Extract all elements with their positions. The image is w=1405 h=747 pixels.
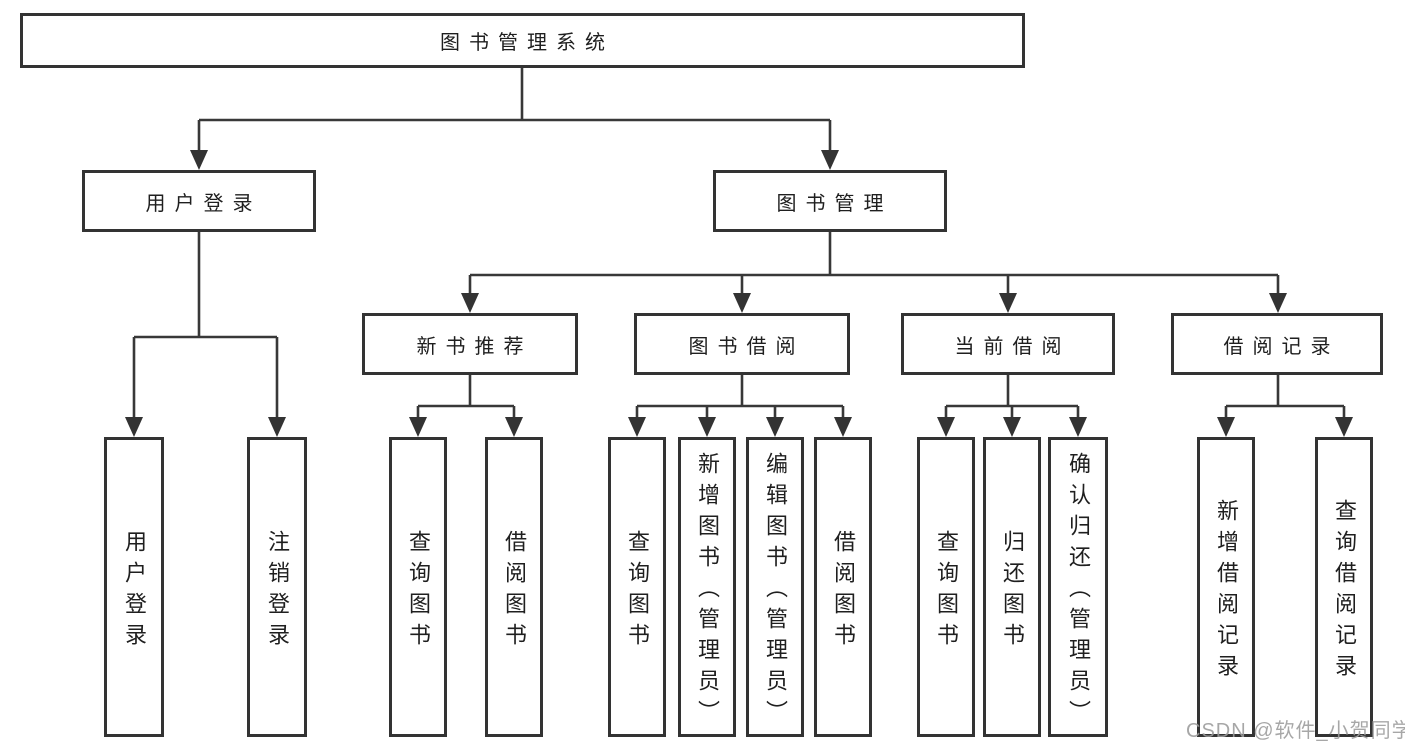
leaf-query-borrow-record: 查询借阅记录 [1315,437,1373,737]
node-label: 图书借阅 [688,335,805,358]
csdn-watermark: CSDN @软件_小贺同学 [1186,720,1405,742]
connector-book-management-children [461,232,1287,313]
leaf-query-book: 查询图书 [608,437,666,737]
connector-root-to-level2 [190,68,839,170]
arrowhead [409,417,427,437]
leaf-user-login: 用户登录 [104,437,164,737]
connector-current-borrow-children [937,375,1087,437]
arrowhead [505,417,523,437]
node-book-management: 图书管理 [713,170,947,232]
arrowhead [1335,417,1353,437]
node-new-book-recommend: 新书推荐 [362,313,578,375]
connector-user-login-children [125,232,286,437]
node-label: 图书管理系统 [440,32,614,54]
leaf-label: 借阅图书 [502,529,527,654]
node-label: 新书推荐 [416,335,533,358]
arrowhead [1003,417,1021,437]
leaf-label: 新增图书（管理员） [695,452,720,731]
arrowhead [1269,293,1287,313]
leaf-logout: 注销登录 [247,437,307,737]
arrowhead [937,417,955,437]
leaf-query-book: 查询图书 [917,437,975,737]
leaf-add-borrow-record: 新增借阅记录 [1197,437,1255,737]
leaf-label: 确认归还（管理员） [1066,452,1091,731]
arrowhead [628,417,646,437]
arrowhead [733,293,751,313]
leaf-borrow-book: 借阅图书 [485,437,543,737]
arrowhead [268,417,286,437]
connector-borrow-records-children [1217,375,1353,437]
leaf-label: 查询借阅记录 [1332,498,1357,685]
arrowhead [1069,417,1087,437]
leaf-label: 编辑图书（管理员） [763,452,788,731]
leaf-label: 查询图书 [406,529,431,654]
leaf-label: 新增借阅记录 [1214,498,1239,685]
node-label: 用户登录 [145,192,262,215]
arrowhead [766,417,784,437]
leaf-label: 查询图书 [625,529,650,654]
leaf-label: 查询图书 [934,529,959,654]
node-label: 图书管理 [776,192,893,215]
leaf-return-book: 归还图书 [983,437,1041,737]
leaf-label: 借阅图书 [831,529,856,654]
arrowhead [461,293,479,313]
node-label: 借阅记录 [1223,335,1340,358]
arrowhead [698,417,716,437]
leaf-query-book: 查询图书 [389,437,447,737]
leaf-label: 用户登录 [122,529,147,654]
leaf-label: 注销登录 [265,529,290,654]
arrowhead [834,417,852,437]
node-borrow-records: 借阅记录 [1171,313,1383,375]
arrowhead [999,293,1017,313]
arrowhead [125,417,143,437]
arrowhead [821,150,839,170]
leaf-add-book-admin: 新增图书（管理员） [678,437,736,737]
connector-new-book-recommend-children [409,375,523,437]
node-current-borrow: 当前借阅 [901,313,1115,375]
node-label: 当前借阅 [954,335,1071,358]
leaf-confirm-return-admin: 确认归还（管理员） [1048,437,1108,737]
node-user-login: 用户登录 [82,170,316,232]
node-root: 图书管理系统 [20,13,1025,68]
arrowhead [1217,417,1235,437]
leaf-edit-book-admin: 编辑图书（管理员） [746,437,804,737]
node-book-borrow: 图书借阅 [634,313,850,375]
connector-book-borrow-children [628,375,852,437]
leaf-borrow-book: 借阅图书 [814,437,872,737]
arrowhead [190,150,208,170]
leaf-label: 归还图书 [1000,529,1025,654]
